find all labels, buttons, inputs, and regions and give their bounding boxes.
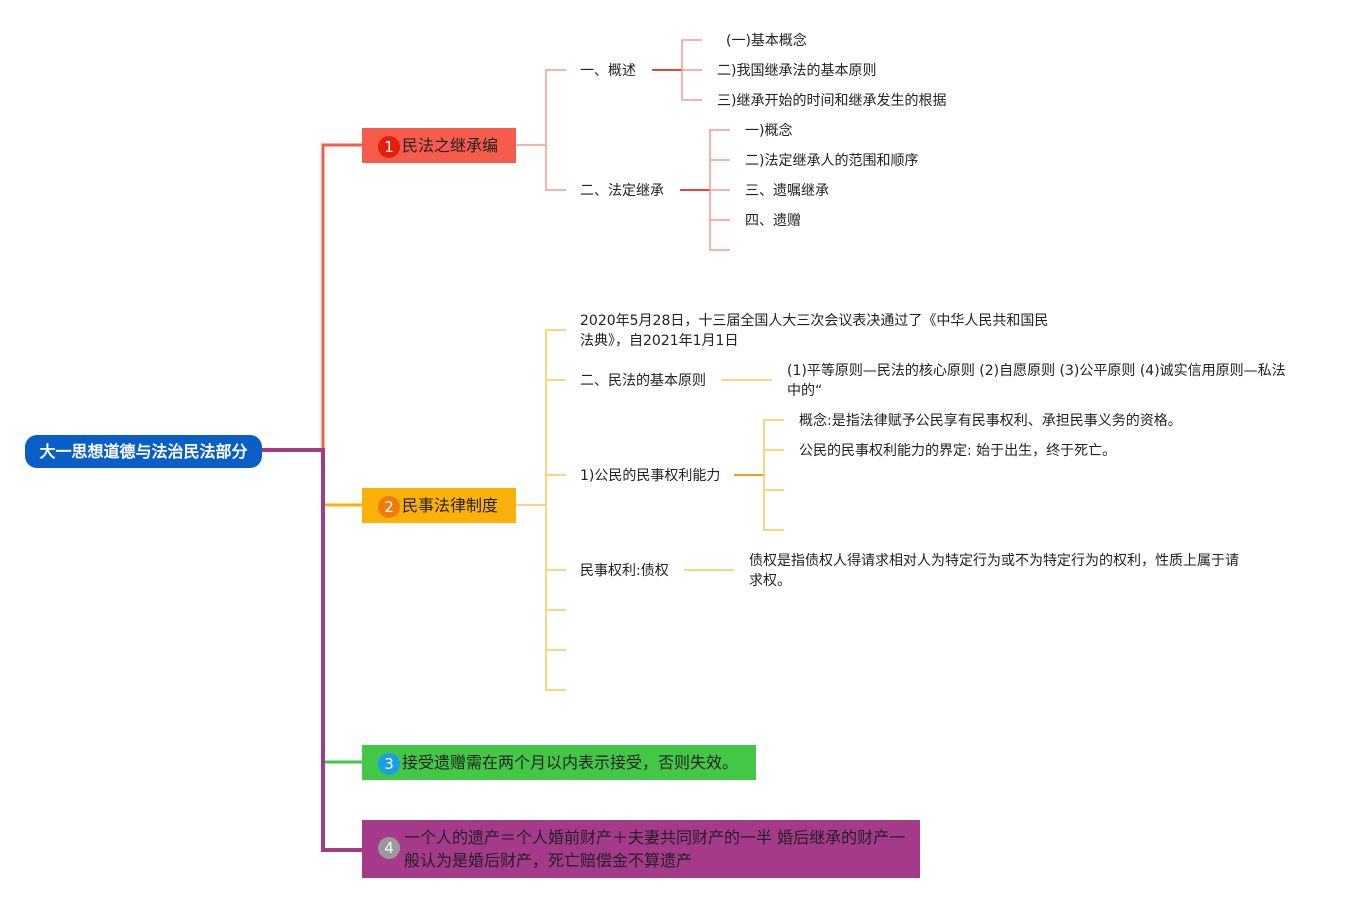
branch-2-label: 民事法律制度 xyxy=(402,496,499,515)
number-2-badge: 2 xyxy=(378,495,400,518)
branch-4-node[interactable]: 4 一个人的遗产＝个人婚前财产＋夫妻共同财产的一半 婚后继承的财产一般认为是婚后… xyxy=(362,820,920,878)
topic-legal-succession[interactable]: 二、法定继承 xyxy=(580,183,664,199)
topic-principles-list[interactable]: (1)平等原则—民法的核心原则 (2)自愿原则 (3)公平原则 (4)诚实信用原… xyxy=(787,363,1286,399)
topic-inheritance-principles[interactable]: 二)我国继承法的基本原则 xyxy=(717,63,877,79)
topic-capacity-concept[interactable]: 概念:是指法律赋予公民享有民事权利、承担民事义务的资格。 xyxy=(799,413,1182,429)
branch-3-label: 接受遗赠需在两个月以内表示接受，否则失效。 xyxy=(402,753,739,772)
topic-overview[interactable]: 一、概述 xyxy=(580,63,636,79)
topic-inheritance-start-time[interactable]: 三)继承开始的时间和继承发生的根据 xyxy=(717,93,947,109)
topic-civil-code-adoption[interactable]: 2020年5月28日，十三届全国人大三次会议表决通过了《中华人民共和国民法典》，… xyxy=(580,313,1049,349)
branch-1-label: 民法之继承编 xyxy=(402,136,499,155)
topic-creditor-rights-definition[interactable]: 债权是指债权人得请求相对人为特定行为或不为特定行为的权利，性质上属于请求权。 xyxy=(749,553,1239,589)
topic-basic-concept[interactable]: (一)基本概念 xyxy=(726,33,807,49)
topic-bequest[interactable]: 四、遗赠 xyxy=(745,213,801,229)
topic-testamentary-succession[interactable]: 三、遗嘱继承 xyxy=(745,183,829,199)
topic-heir-scope-order[interactable]: 二)法定继承人的范围和顺序 xyxy=(745,153,919,169)
number-3-badge: 3 xyxy=(378,752,400,775)
branch-4-label: 一个人的遗产＝个人婚前财产＋夫妻共同财产的一半 婚后继承的财产一般认为是婚后财产… xyxy=(404,828,906,870)
topic-concept[interactable]: 一)概念 xyxy=(745,123,793,139)
topic-civil-rights-capacity[interactable]: 1)公民的民事权利能力 xyxy=(580,468,721,484)
number-1-badge: 1 xyxy=(378,135,400,158)
topic-capacity-definition[interactable]: 公民的民事权利能力的界定: 始于出生，终于死亡。 xyxy=(799,443,1117,459)
topic-civil-law-principles[interactable]: 二、民法的基本原则 xyxy=(580,373,706,389)
number-4-badge: 4 xyxy=(378,837,400,859)
root-topic[interactable]: 大一思想道德与法治民法部分 xyxy=(25,435,262,468)
topic-creditor-rights[interactable]: 民事权利:债权 xyxy=(580,563,669,579)
